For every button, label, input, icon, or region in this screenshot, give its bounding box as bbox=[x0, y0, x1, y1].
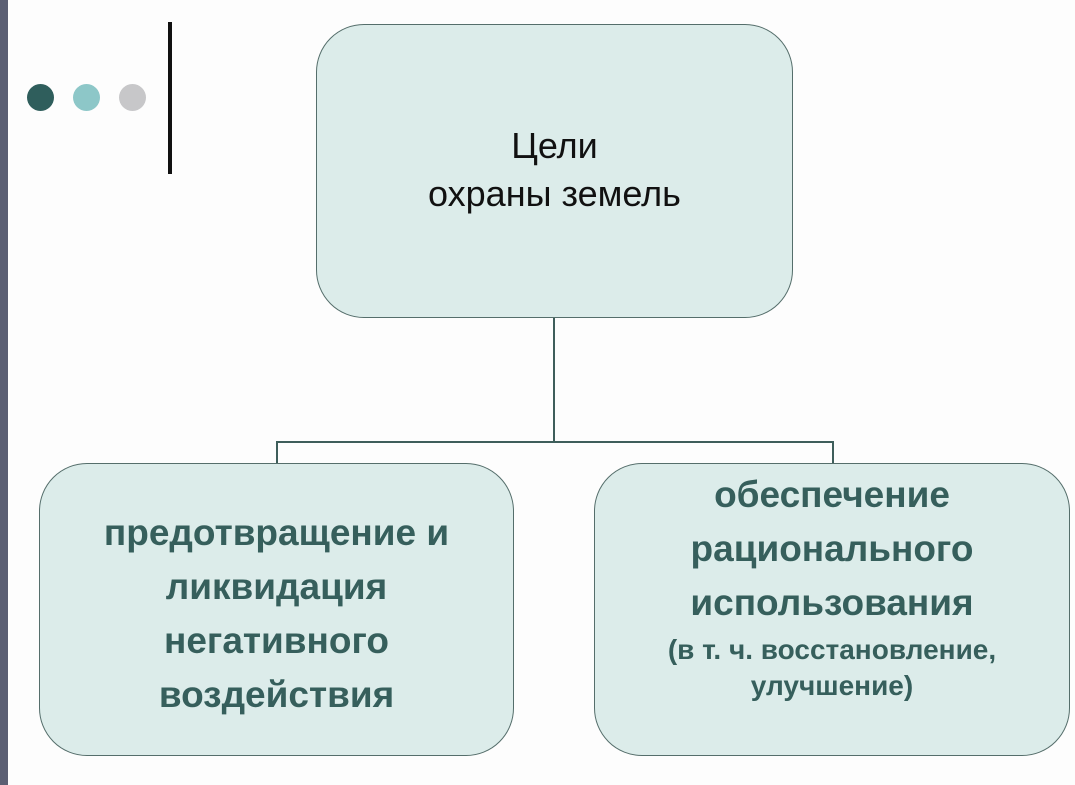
left-child-line: предотвращение и bbox=[103, 511, 450, 553]
root-node-text: Цели охраны земель bbox=[428, 122, 681, 218]
decor-dot-teal bbox=[73, 84, 100, 111]
decor-vertical-line bbox=[168, 22, 172, 174]
right-child-line: использования bbox=[690, 582, 974, 623]
left-child-line: воздействия bbox=[158, 673, 395, 715]
right-child-text: обеспечение рационального использования … bbox=[668, 468, 996, 704]
left-child-text: предотвращение и ликвидация негативного … bbox=[104, 506, 449, 722]
right-child-line: рационального bbox=[690, 528, 974, 569]
connector-horizontal bbox=[276, 441, 834, 443]
right-child-node: обеспечение рационального использования … bbox=[594, 463, 1070, 756]
connector-stem bbox=[553, 318, 555, 442]
left-child-node: предотвращение и ликвидация негативного … bbox=[39, 463, 514, 756]
decor-dot-grey bbox=[119, 84, 146, 111]
root-line: охраны земель bbox=[428, 173, 681, 214]
right-child-line: обеспечение bbox=[714, 474, 950, 515]
right-child-note: (в т. ч. восстановление, улучшение) bbox=[668, 632, 996, 704]
root-node: Цели охраны земель bbox=[316, 24, 793, 318]
left-child-line: ликвидация bbox=[165, 565, 388, 607]
right-child-note-line: улучшение) bbox=[750, 670, 914, 701]
root-line: Цели bbox=[511, 125, 598, 166]
decor-dot-dark bbox=[27, 84, 54, 111]
slide-left-border bbox=[0, 0, 8, 785]
connector-left-drop bbox=[276, 441, 278, 464]
connector-right-drop bbox=[832, 441, 834, 464]
right-child-note-line: (в т. ч. восстановление, bbox=[667, 634, 997, 665]
right-child-main: обеспечение рационального использования bbox=[668, 468, 996, 630]
left-child-line: негативного bbox=[163, 619, 389, 661]
